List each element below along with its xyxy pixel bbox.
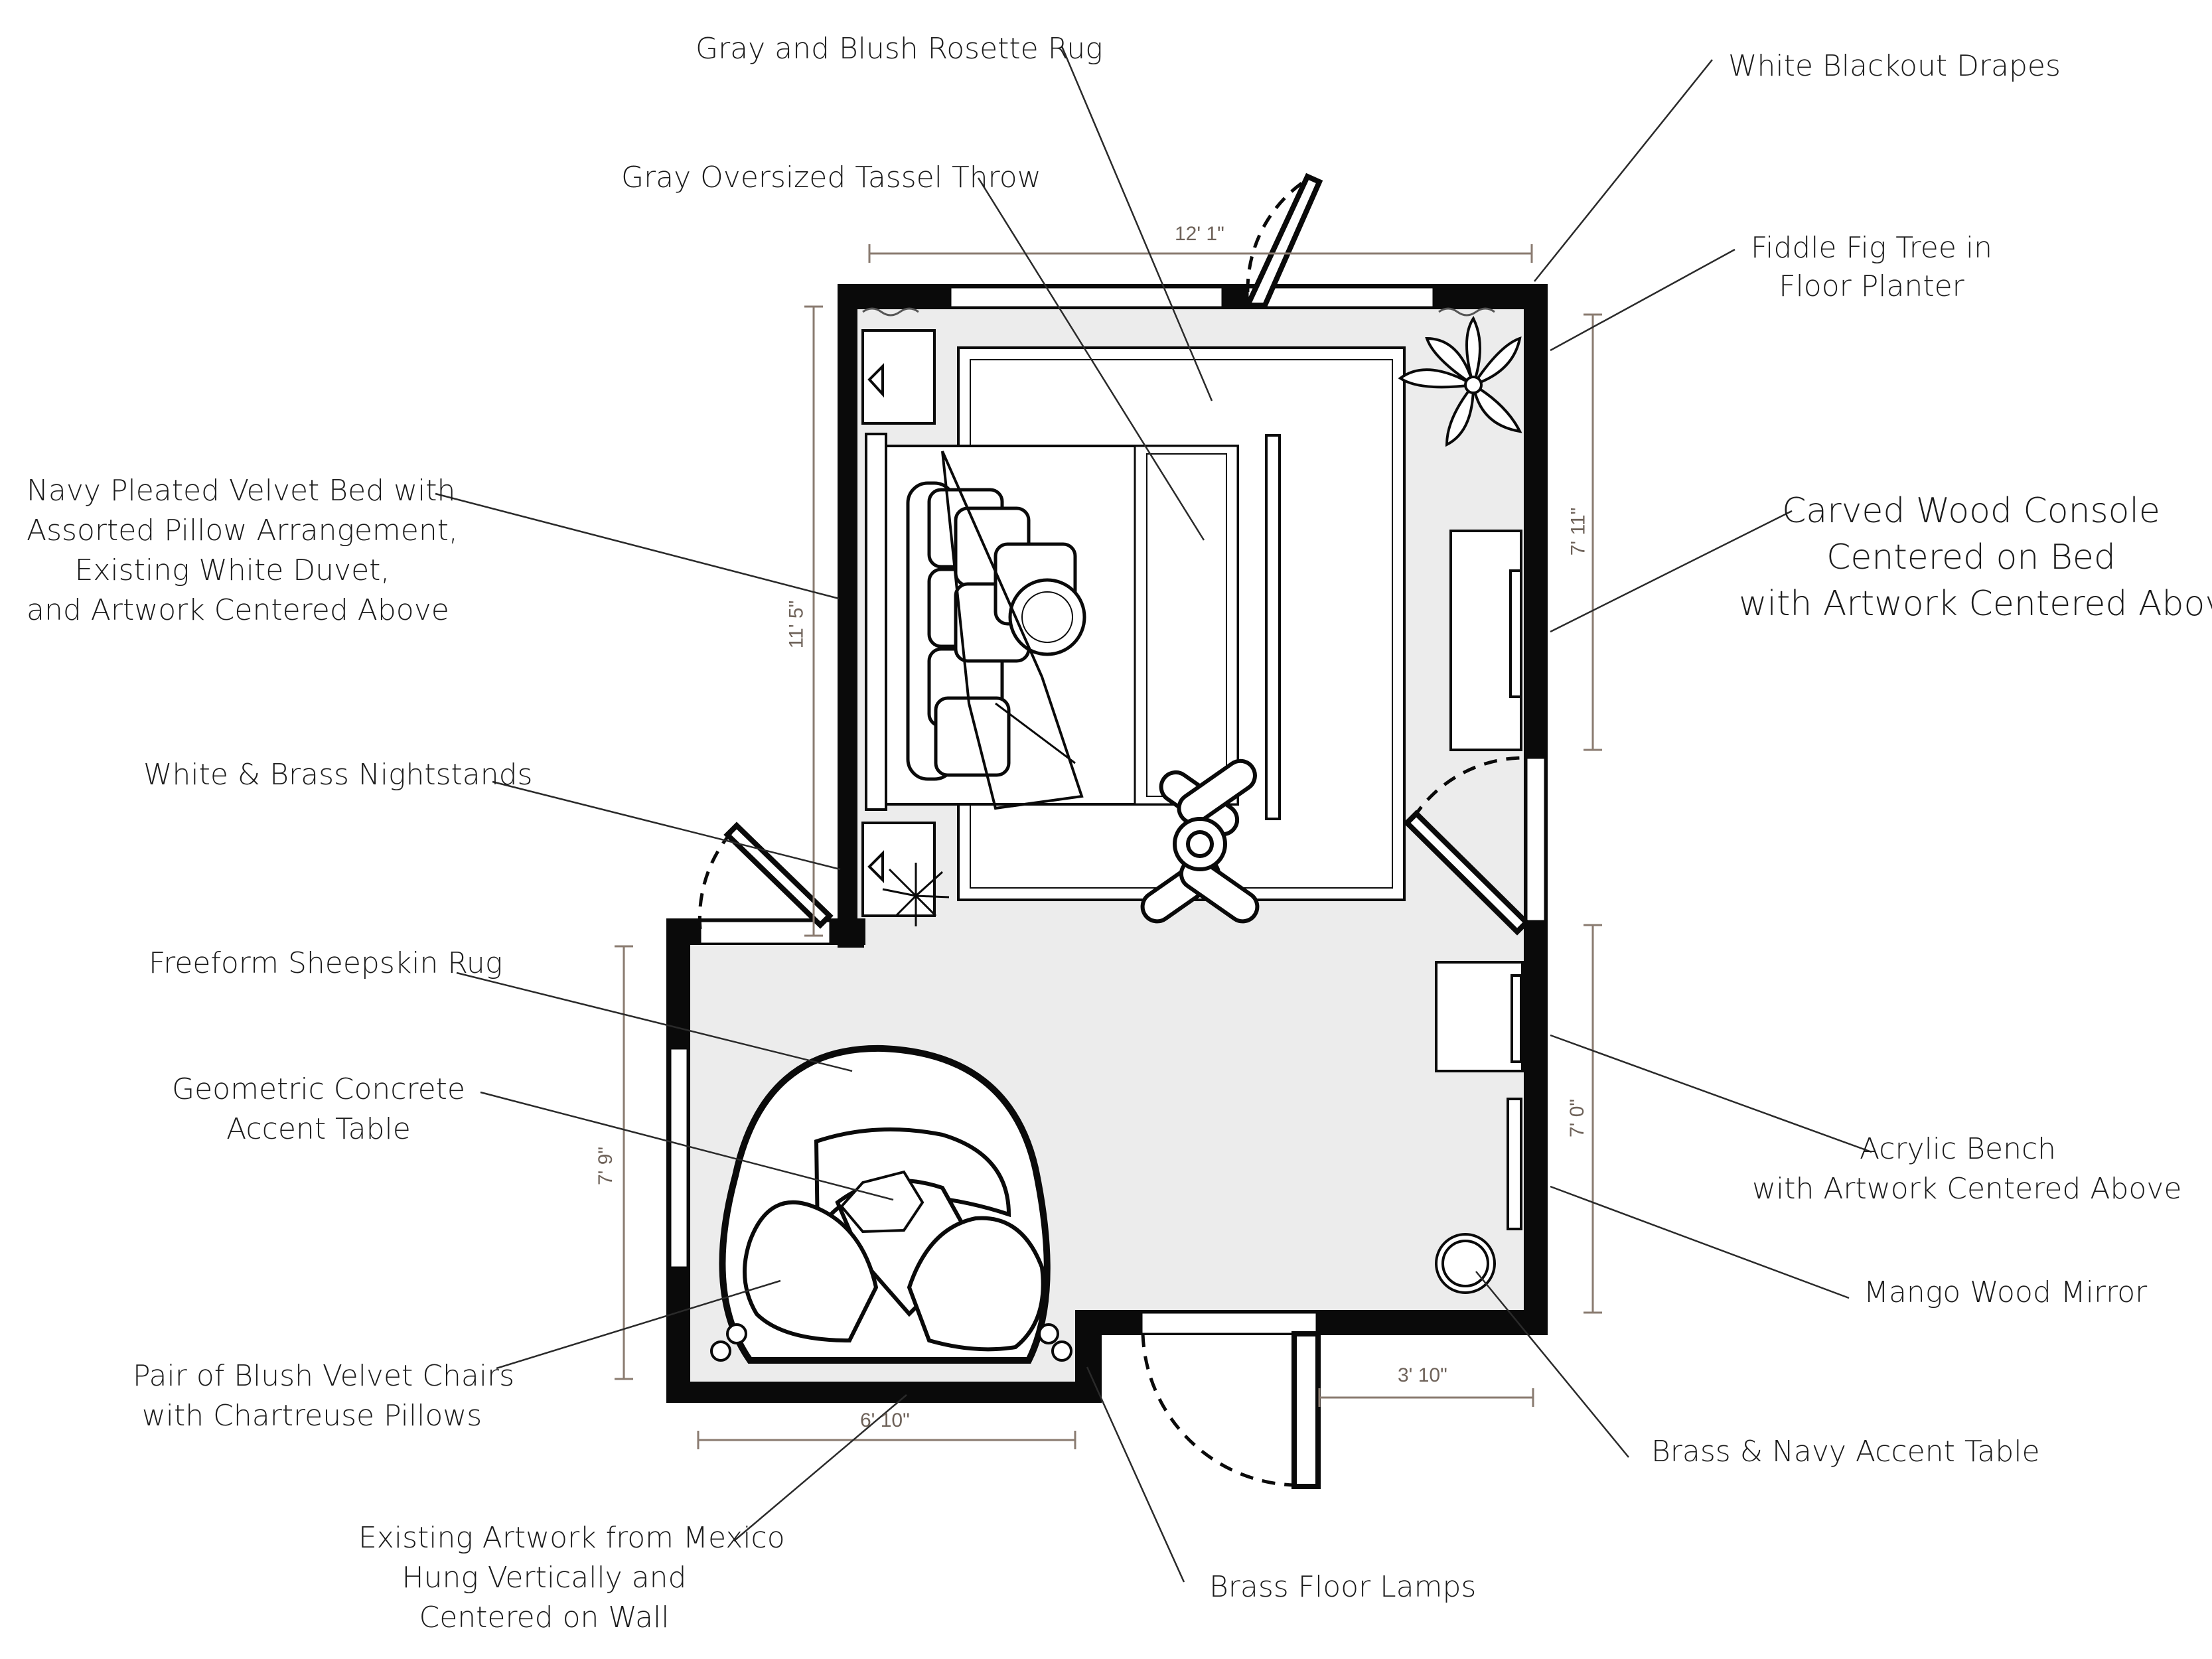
- label-chairs: Pair of Blush Velvet Chairs with Chartre…: [133, 1359, 515, 1433]
- nightstand-plant: [882, 863, 950, 926]
- dimension-right-upper: 7' 11": [1567, 507, 1589, 556]
- label-fiddle-fig: Fiddle Fig Tree in Floor Planter: [1739, 234, 2004, 301]
- chairs: [743, 1127, 1045, 1352]
- label-rosette-rug: Gray and Blush Rosette Rug: [696, 32, 1103, 66]
- label-bed: Navy Pleated Velvet Bed with Assorted Pi…: [27, 474, 458, 627]
- label-mirror: Mango Wood Mirror: [1864, 1275, 2148, 1309]
- acrylic-bench: [1435, 961, 1524, 1072]
- label-fiddle-fig-line-1: Fiddle Fig Tree in: [1751, 231, 1992, 265]
- label-concrete-table: Geometric Concrete Accent Table: [159, 1075, 478, 1144]
- windows: [669, 286, 1435, 1269]
- label-artwork-mexico-line-2: Hung Vertically and: [402, 1561, 687, 1595]
- doors: [698, 173, 1530, 1489]
- concrete-accent-table: [840, 1170, 924, 1234]
- label-acrylic-bench-line-2: with Artwork Centered Above: [1752, 1172, 2182, 1206]
- dimension-bottom-left: 6' 10": [860, 1409, 910, 1431]
- leader-lines: [435, 46, 1872, 1583]
- ceiling-fan: [1140, 758, 1260, 924]
- dimension-lines: [615, 244, 1602, 1449]
- label-console: Carved Wood Console Centered on Bed with…: [1739, 491, 2212, 624]
- label-console-line-1: Carved Wood Console: [1782, 491, 2160, 531]
- label-floor-lamps: Brass Floor Lamps: [1209, 1570, 1477, 1604]
- accent-table: [1435, 1233, 1496, 1294]
- mango-wood-mirror: [1507, 1098, 1522, 1230]
- bed: [865, 433, 1281, 820]
- label-accent-table: Brass & Navy Accent Table: [1651, 1435, 2040, 1469]
- label-artwork-mexico: Existing Artwork from Mexico Hung Vertic…: [358, 1521, 785, 1634]
- label-nightstands: White & Brass Nightstands: [143, 758, 533, 792]
- nightstands: [861, 329, 936, 917]
- drapes: [862, 307, 1495, 317]
- dimension-left-upper: 11' 5": [785, 600, 808, 649]
- label-bed-line-3: Existing White Duvet,: [74, 553, 390, 587]
- label-console-line-3: with Artwork Centered Above: [1739, 584, 2212, 624]
- label-console-line-2: Centered on Bed: [1826, 538, 2116, 577]
- label-acrylic-bench: Acrylic Bench with Artwork Centered Abov…: [1752, 1132, 2182, 1206]
- label-bed-line-1: Navy Pleated Velvet Bed with: [27, 474, 456, 508]
- door-openings: [699, 757, 1546, 1335]
- fiddle-fig-plant: [1398, 316, 1522, 447]
- label-sheepskin-rug: Freeform Sheepskin Rug: [149, 946, 503, 980]
- label-blackout-drapes: White Blackout Drapes: [1728, 49, 2061, 83]
- label-artwork-mexico-line-1: Existing Artwork from Mexico: [358, 1521, 785, 1555]
- label-bed-line-4: and Artwork Centered Above: [27, 593, 449, 627]
- label-tassel-throw: Gray Oversized Tassel Throw: [621, 161, 1041, 194]
- floor-lamps: [710, 1323, 1072, 1362]
- dimension-bottom-right: 3' 10": [1398, 1364, 1447, 1386]
- dimension-top-width: 12' 1": [1175, 223, 1224, 245]
- label-concrete-table-line-1: Geometric Concrete: [172, 1072, 465, 1106]
- dimension-right-lower: 7' 0": [1566, 1098, 1589, 1138]
- label-chairs-line-1: Pair of Blush Velvet Chairs: [133, 1359, 515, 1393]
- label-artwork-mexico-line-3: Centered on Wall: [419, 1601, 670, 1634]
- label-bed-line-2: Assorted Pillow Arrangement,: [27, 514, 458, 547]
- label-chairs-line-2: with Chartreuse Pillows: [141, 1399, 482, 1433]
- label-acrylic-bench-line-1: Acrylic Bench: [1859, 1132, 2057, 1166]
- label-concrete-table-line-2: Accent Table: [226, 1112, 411, 1146]
- console: [1449, 530, 1522, 751]
- dimension-left-lower: 7' 9": [595, 1146, 617, 1186]
- label-fiddle-fig-line-2: Floor Planter: [1779, 269, 1964, 303]
